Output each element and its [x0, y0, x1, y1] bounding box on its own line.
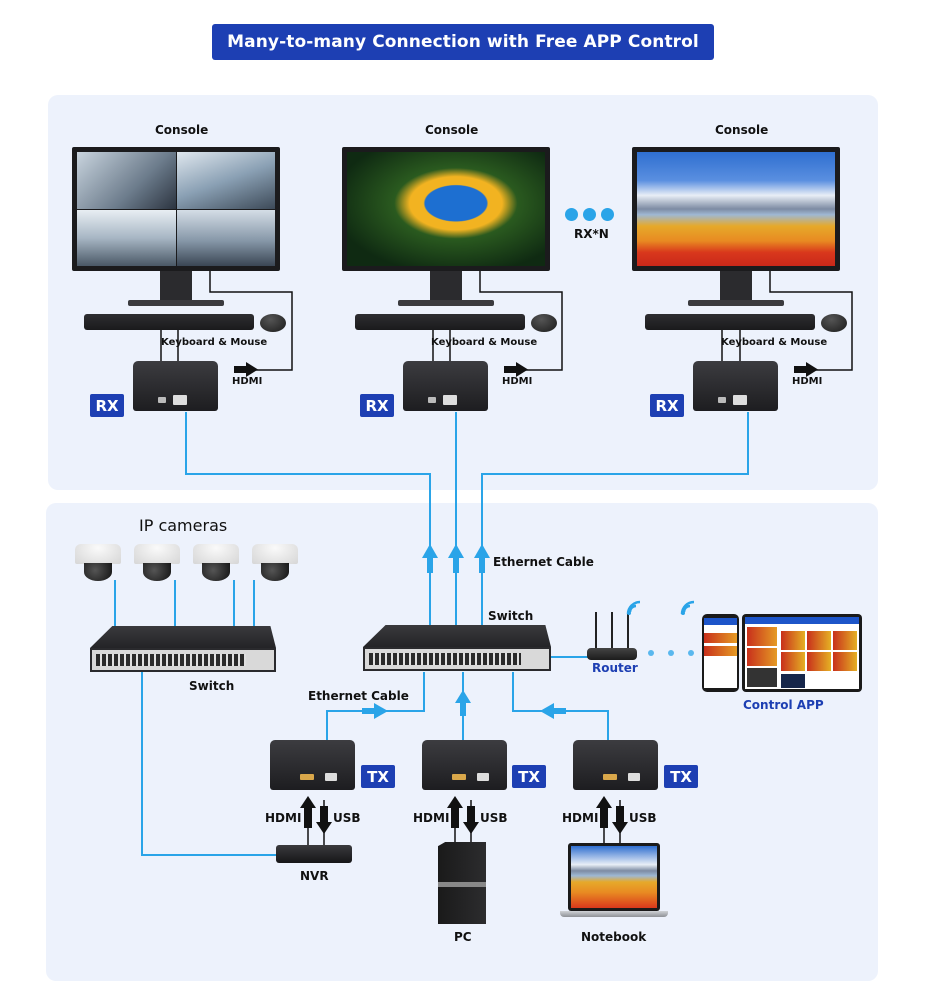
ip-cameras-label: IP cameras [139, 516, 228, 535]
tx-badge-2: TX [512, 765, 546, 788]
monitor-stand-2 [430, 271, 462, 301]
rx-badge-3: RX [650, 394, 684, 417]
center-switch-label: Switch [488, 609, 534, 623]
rx-device-2 [403, 361, 488, 411]
rx-device-1 [133, 361, 218, 411]
tx-device-3 [573, 740, 658, 790]
monitor-screen-surveillance [77, 152, 275, 266]
tx-usb-label-1: USB [333, 811, 361, 825]
more-receivers-label: RX*N [574, 227, 609, 241]
rx-device-3 [693, 361, 778, 411]
monitor-screen-landscape [637, 152, 835, 266]
console-label-2: Console [425, 123, 479, 137]
ip-camera-4 [252, 544, 298, 584]
console-label-3: Console [715, 123, 769, 137]
router [587, 612, 637, 660]
wifi-icon-app [678, 596, 700, 620]
monitor-base-2 [398, 300, 494, 306]
hdmi-label-2: HDMI [502, 376, 533, 387]
tx-usb-label-2: USB [480, 811, 508, 825]
router-label: Router [592, 661, 638, 675]
more-dot-3 [601, 208, 614, 221]
monitor-2 [342, 147, 550, 271]
link-dot-2 [668, 650, 674, 656]
tx-badge-1: TX [361, 765, 395, 788]
center-network-switch [363, 625, 551, 673]
mouse-1 [260, 314, 286, 332]
tx-device-2 [422, 740, 507, 790]
tx-usb-label-3: USB [629, 811, 657, 825]
ip-camera-1 [75, 544, 121, 584]
tx-device-1 [270, 740, 355, 790]
monitor-screen-parrot [347, 152, 545, 266]
left-switch-label: Switch [189, 679, 235, 693]
ip-camera-3 [193, 544, 239, 584]
peripherals-label-3: Keyboard & Mouse [721, 337, 828, 348]
peripherals-label-2: Keyboard & Mouse [431, 337, 538, 348]
mouse-2 [531, 314, 557, 332]
diagram-title: Many-to-many Connection with Free APP Co… [212, 24, 714, 60]
phone-app-screenshot [702, 614, 739, 692]
tablet-app-screenshot [742, 614, 862, 692]
keyboard-3 [645, 314, 815, 330]
more-dot-1 [565, 208, 578, 221]
monitor-base-1 [128, 300, 224, 306]
hdmi-label-1: HDMI [232, 376, 263, 387]
monitor-base-3 [688, 300, 784, 306]
pc-label: PC [454, 930, 472, 944]
link-dot-1 [648, 650, 654, 656]
monitor-stand-1 [160, 271, 192, 301]
wifi-icon-router [624, 596, 646, 621]
tx-hdmi-label-2: HDMI [413, 811, 450, 825]
ethernet-label-bottom: Ethernet Cable [308, 689, 409, 703]
control-app-label: Control APP [743, 698, 824, 712]
peripherals-label-1: Keyboard & Mouse [161, 337, 268, 348]
ip-camera-2 [134, 544, 180, 584]
notebook-label: Notebook [581, 930, 647, 944]
left-network-switch [90, 626, 276, 674]
rx-badge-1: RX [90, 394, 124, 417]
hdmi-label-3: HDMI [792, 376, 823, 387]
keyboard-1 [84, 314, 254, 330]
ethernet-label-top: Ethernet Cable [493, 555, 594, 569]
nvr-label: NVR [300, 869, 329, 883]
monitor-3 [632, 147, 840, 271]
monitor-stand-3 [720, 271, 752, 301]
notebook [560, 843, 668, 919]
more-dot-2 [583, 208, 596, 221]
tx-badge-3: TX [664, 765, 698, 788]
keyboard-2 [355, 314, 525, 330]
console-label-1: Console [155, 123, 209, 137]
mouse-3 [821, 314, 847, 332]
tx-hdmi-label-3: HDMI [562, 811, 599, 825]
monitor-1 [72, 147, 280, 271]
pc-tower [438, 842, 486, 924]
rx-badge-2: RX [360, 394, 394, 417]
nvr-device [276, 845, 352, 863]
link-dot-3 [688, 650, 694, 656]
tx-hdmi-label-1: HDMI [265, 811, 302, 825]
